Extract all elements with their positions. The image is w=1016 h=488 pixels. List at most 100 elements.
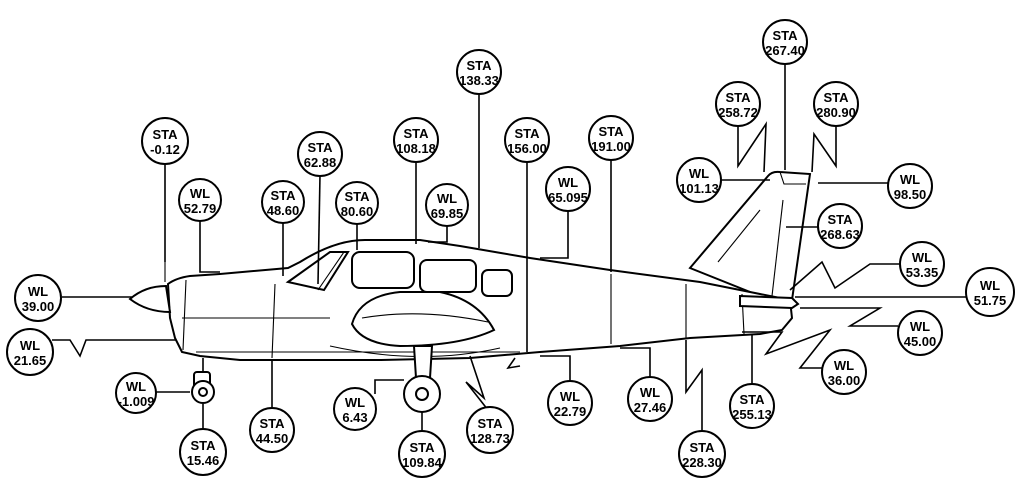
- callout-circle: [249, 407, 295, 453]
- callout-kind: STA: [598, 124, 624, 139]
- callout-wl-neg-1-009: WL-1.009: [115, 372, 157, 414]
- airplane-outline: [62, 170, 970, 413]
- callout-kind: WL: [560, 389, 580, 404]
- callout-value: 48.60: [267, 203, 300, 218]
- callout-kind: WL: [190, 186, 210, 201]
- rudder-tip: [779, 171, 806, 185]
- callout-circle: [115, 372, 157, 414]
- leader-wl-52-79: [199, 220, 220, 273]
- callout-value: 80.60: [341, 204, 374, 219]
- leader-wl-27-46: [620, 347, 651, 378]
- callout-circle: [887, 163, 933, 209]
- callout-circle: [715, 81, 761, 127]
- callout-kind: WL: [345, 395, 365, 410]
- callout-circle: [965, 267, 1015, 317]
- wing-fairing-line: [361, 313, 489, 323]
- callout-circle: [897, 310, 943, 356]
- callout-circle: [762, 19, 808, 65]
- callout-kind: WL: [912, 250, 932, 265]
- callout-kind: WL: [980, 278, 1000, 293]
- spinner: [128, 284, 172, 314]
- callout-value: 98.50: [894, 187, 927, 202]
- leader-sta-228-30: [685, 340, 703, 432]
- leader-wl-22-79: [540, 355, 571, 382]
- callout-value: 36.00: [828, 373, 861, 388]
- callout-value: 22.79: [554, 404, 587, 419]
- callout-value: 128.73: [470, 431, 510, 446]
- callout-circle: [504, 117, 550, 163]
- leader-wl-65-095: [540, 209, 569, 259]
- callout-kind: STA: [259, 416, 285, 431]
- belly-antenna: [506, 357, 521, 370]
- callout-value: 6.43: [342, 410, 367, 425]
- callout-kind: STA: [152, 127, 178, 142]
- callout-kind: STA: [739, 392, 765, 407]
- callout-value: 108.18: [396, 141, 436, 156]
- callout-kind: WL: [126, 379, 146, 394]
- callout-circle: [393, 117, 439, 163]
- cowl-seam: [271, 283, 276, 359]
- callout-kind: WL: [834, 358, 854, 373]
- callout-circle: [627, 376, 673, 422]
- leader-wl-53-35: [789, 260, 900, 291]
- window-front: [351, 251, 415, 289]
- callout-kind: WL: [910, 319, 930, 334]
- callout-circle: [813, 81, 859, 127]
- leader-wl-45-00: [800, 307, 898, 327]
- leader-sta-128-73: [465, 355, 489, 411]
- callout-kind: STA: [409, 440, 435, 455]
- callout-kind: STA: [466, 58, 492, 73]
- callout-value: 65.095: [548, 190, 588, 205]
- callout-value: 280.90: [816, 105, 856, 120]
- callout-value: 62.88: [304, 155, 337, 170]
- leader-sta-62-88: [317, 174, 321, 285]
- callout-value: 255.13: [732, 407, 772, 422]
- callout-kind: STA: [190, 438, 216, 453]
- callout-value: 268.63: [820, 227, 860, 242]
- callout-value: 267.40: [765, 43, 805, 58]
- callout-kind: STA: [270, 188, 296, 203]
- callout-kind: WL: [900, 172, 920, 187]
- callout-value: -1.009: [118, 394, 155, 409]
- callout-kind: STA: [772, 28, 798, 43]
- fin-rib: [717, 209, 761, 263]
- callout-circle: [398, 430, 446, 478]
- callout-kind: WL: [20, 338, 40, 353]
- callout-circle: [261, 180, 305, 224]
- windshield-frame: [317, 251, 345, 291]
- callout-kind: WL: [558, 175, 578, 190]
- callout-circle: [729, 383, 775, 429]
- callout-circle: [899, 241, 945, 287]
- callout-circle: [545, 166, 591, 212]
- callout-circle: [425, 183, 469, 227]
- callout-circle: [178, 178, 222, 222]
- callout-kind: STA: [514, 126, 540, 141]
- callout-circle: [141, 117, 189, 165]
- callout-sta-neg-0-12: STA-0.12: [141, 117, 189, 165]
- vertical-tail: [688, 170, 812, 301]
- callout-circle: [817, 203, 863, 249]
- callout-value: 69.85: [431, 206, 464, 221]
- leader-sta-280-90: [811, 126, 837, 173]
